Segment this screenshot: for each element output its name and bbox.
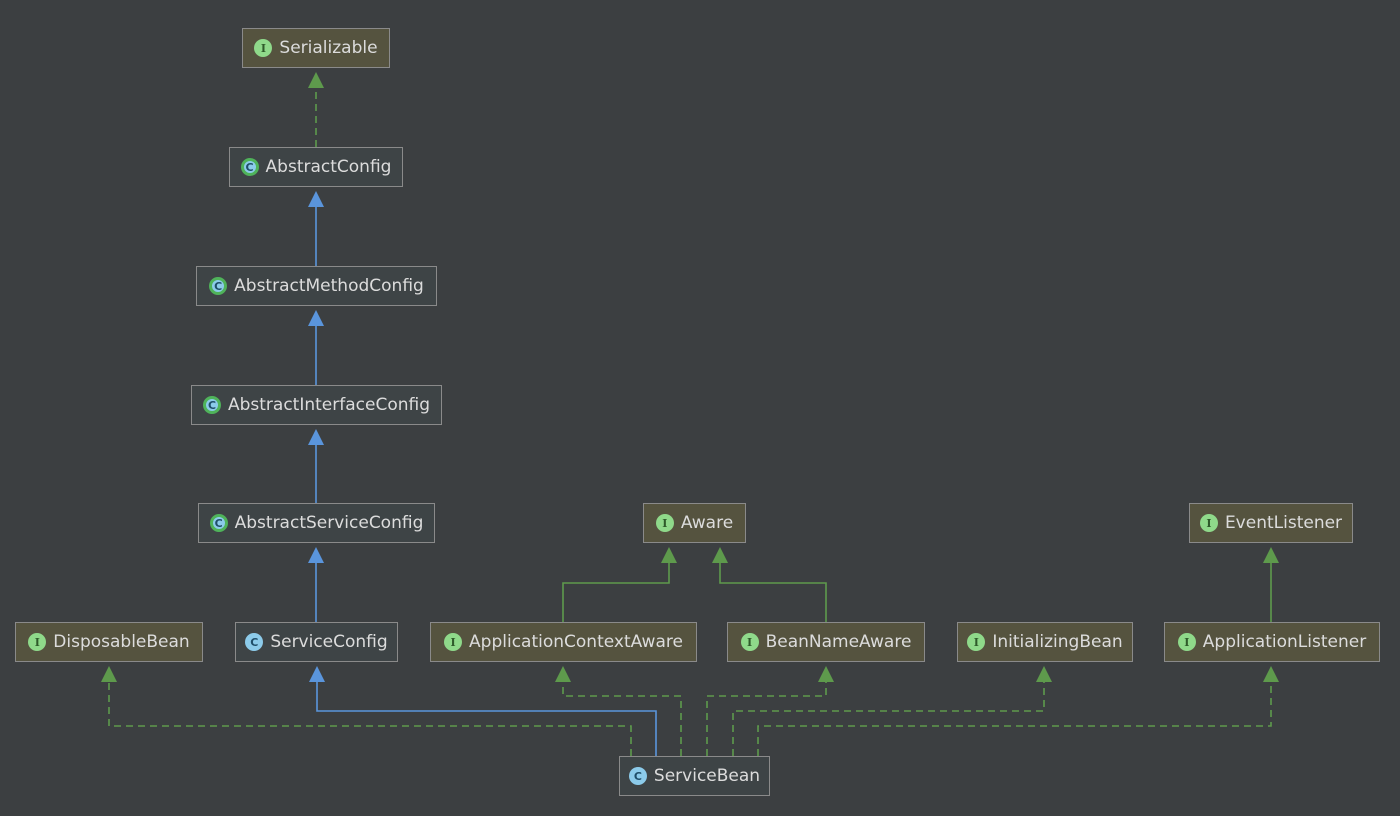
edge-line <box>562 682 682 756</box>
edge-extends <box>309 666 657 756</box>
node-serializable[interactable]: I Serializable <box>242 28 390 68</box>
arrowhead-icon <box>1036 666 1052 682</box>
node-label: BeanNameAware <box>765 632 912 652</box>
node-label: ServiceBean <box>653 766 761 786</box>
interface-icon: I <box>740 633 759 651</box>
node-label: Aware <box>680 513 734 533</box>
arrowhead-icon <box>1263 666 1279 682</box>
node-label: AbstractConfig <box>265 157 392 177</box>
arrowhead-icon <box>818 666 834 682</box>
arrowhead-icon <box>309 666 325 682</box>
node-service-config[interactable]: C ServiceConfig <box>235 622 398 662</box>
edge-line <box>706 682 827 756</box>
abstract-class-icon: C <box>209 277 228 295</box>
node-label: AbstractServiceConfig <box>234 513 424 533</box>
node-initializing-bean[interactable]: I InitializingBean <box>957 622 1133 662</box>
node-abstract-method-config[interactable]: C AbstractMethodConfig <box>196 266 437 306</box>
edge-implements <box>101 666 632 756</box>
node-bean-name-aware[interactable]: I BeanNameAware <box>727 622 925 662</box>
edge-line <box>562 563 670 622</box>
interface-icon: I <box>444 633 463 651</box>
node-abstract-config[interactable]: C AbstractConfig <box>229 147 403 187</box>
node-application-listener[interactable]: I ApplicationListener <box>1164 622 1380 662</box>
arrowhead-icon <box>308 429 324 445</box>
node-label: InitializingBean <box>992 632 1123 652</box>
edge-extends <box>562 547 677 622</box>
arrowhead-icon <box>308 72 324 88</box>
arrowhead-icon <box>555 666 571 682</box>
node-abstract-service-config[interactable]: C AbstractServiceConfig <box>198 503 435 543</box>
interface-icon: I <box>655 514 674 532</box>
arrowhead-icon <box>101 666 117 682</box>
edge-extends <box>712 547 827 622</box>
class-icon: C <box>245 633 264 651</box>
arrowhead-icon <box>308 310 324 326</box>
interface-icon: I <box>28 633 47 651</box>
interface-icon: I <box>1177 633 1196 651</box>
edge-line <box>732 682 1045 756</box>
edge-implements <box>757 666 1279 756</box>
edge-line <box>719 563 827 622</box>
edge-extends <box>308 429 324 503</box>
node-disposable-bean[interactable]: I DisposableBean <box>15 622 203 662</box>
node-label: Serializable <box>279 38 378 58</box>
edge-extends <box>308 191 324 266</box>
arrowhead-icon <box>308 191 324 207</box>
abstract-class-icon: C <box>240 158 259 176</box>
interface-icon: I <box>254 39 273 57</box>
edge-implements <box>308 72 324 147</box>
node-label: ApplicationListener <box>1202 632 1367 652</box>
node-abstract-interface-config[interactable]: C AbstractInterfaceConfig <box>191 385 442 425</box>
abstract-class-icon: C <box>202 396 221 414</box>
edge-extends <box>1263 547 1279 622</box>
class-icon: C <box>628 767 647 785</box>
edge-line <box>316 682 657 756</box>
interface-icon: I <box>1199 514 1218 532</box>
arrowhead-icon <box>661 547 677 563</box>
node-label: EventListener <box>1224 513 1343 533</box>
node-application-context-aware[interactable]: I ApplicationContextAware <box>430 622 697 662</box>
node-label: ApplicationContextAware <box>469 632 683 652</box>
node-label: DisposableBean <box>53 632 190 652</box>
edge-extends <box>308 310 324 385</box>
interface-icon: I <box>967 633 986 651</box>
node-service-bean[interactable]: C ServiceBean <box>619 756 770 796</box>
edge-implements <box>555 666 682 756</box>
node-aware[interactable]: I Aware <box>643 503 746 543</box>
arrowhead-icon <box>1263 547 1279 563</box>
arrowhead-icon <box>712 547 728 563</box>
edge-implements <box>732 666 1052 756</box>
node-event-listener[interactable]: I EventListener <box>1189 503 1353 543</box>
arrowhead-icon <box>308 547 324 563</box>
node-label: ServiceConfig <box>270 632 388 652</box>
node-label: AbstractInterfaceConfig <box>227 395 431 415</box>
edge-implements <box>706 666 834 756</box>
abstract-class-icon: C <box>209 514 228 532</box>
edge-line <box>757 682 1272 756</box>
node-label: AbstractMethodConfig <box>234 276 424 296</box>
edge-extends <box>308 547 324 622</box>
edge-line <box>108 682 632 756</box>
